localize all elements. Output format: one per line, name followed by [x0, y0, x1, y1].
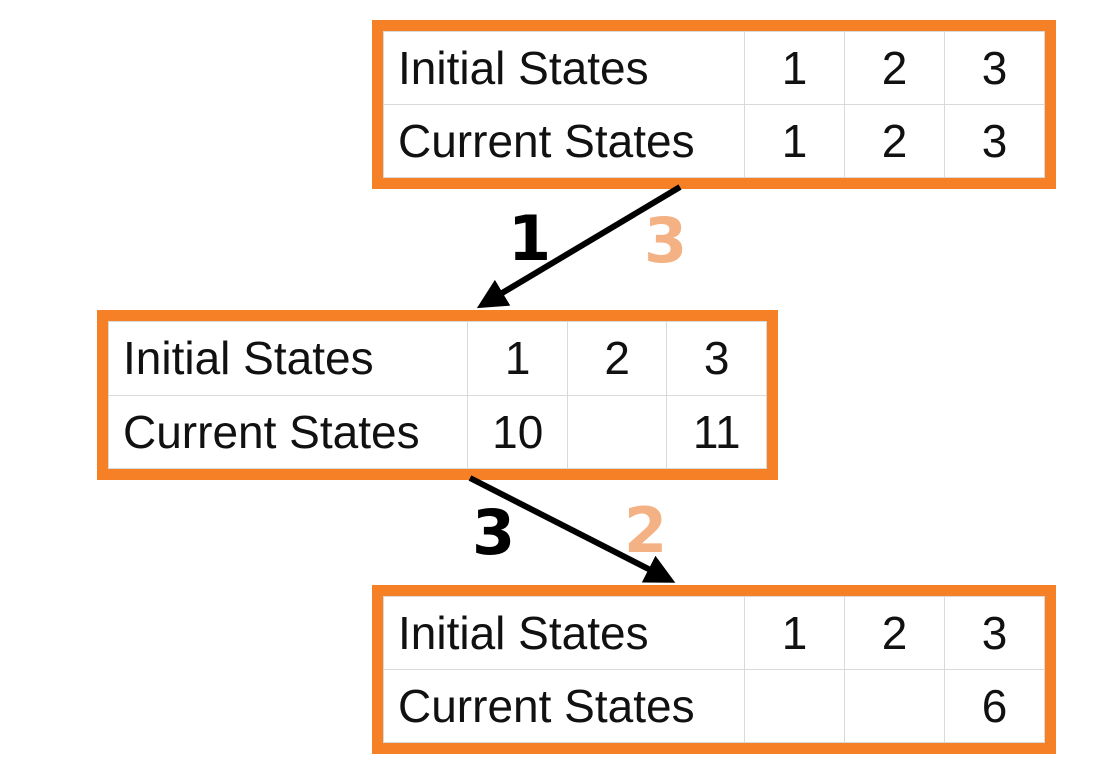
initial-state-cell: 2 — [844, 31, 945, 105]
current-state-cell: 10 — [467, 394, 568, 469]
current-state-cell — [844, 669, 945, 743]
initial-states-row: Initial States 1 2 3 — [107, 321, 767, 396]
transition-1-secondary-label: 3 — [644, 204, 688, 277]
current-state-cell: 1 — [744, 104, 846, 178]
state-table-1: Initial States 1 2 3 Current States 1 2 … — [372, 20, 1056, 189]
current-states-label: Current States — [382, 669, 746, 743]
state-grid: Initial States 1 2 3 Current States 1 2 … — [382, 31, 1045, 178]
current-states-row: Current States 1 2 3 — [382, 104, 1045, 178]
transition-2-secondary-label: 2 — [624, 494, 668, 567]
current-state-cell: 2 — [844, 104, 945, 178]
transition-arrow-2 — [468, 475, 676, 583]
current-states-row: Current States 6 — [382, 669, 1045, 743]
initial-state-cell: 3 — [944, 596, 1045, 670]
initial-state-cell: 2 — [844, 596, 945, 670]
current-states-label: Current States — [107, 394, 469, 469]
current-states-row: Current States 10 11 — [107, 394, 767, 469]
current-state-cell: 6 — [944, 669, 1045, 743]
initial-states-label: Initial States — [107, 321, 469, 396]
current-states-label: Current States — [382, 104, 746, 178]
initial-state-cell: 1 — [744, 596, 846, 670]
transition-1-primary-label: 1 — [508, 202, 552, 275]
initial-state-cell: 3 — [944, 31, 1045, 105]
transition-arrow-1 — [476, 184, 682, 309]
current-state-cell: 11 — [666, 394, 767, 469]
initial-state-cell: 1 — [467, 321, 568, 396]
current-state-cell: 3 — [944, 104, 1045, 178]
initial-states-label: Initial States — [382, 596, 746, 670]
state-table-2: Initial States 1 2 3 Current States 10 1… — [97, 310, 778, 480]
initial-states-row: Initial States 1 2 3 — [382, 596, 1045, 670]
state-table-3: Initial States 1 2 3 Current States 6 — [372, 585, 1056, 754]
state-grid: Initial States 1 2 3 Current States 6 — [382, 596, 1045, 743]
initial-state-cell: 2 — [566, 321, 668, 396]
state-grid: Initial States 1 2 3 Current States 10 1… — [107, 321, 767, 469]
initial-state-cell: 3 — [666, 321, 767, 396]
transition-2-primary-label: 3 — [472, 496, 516, 569]
